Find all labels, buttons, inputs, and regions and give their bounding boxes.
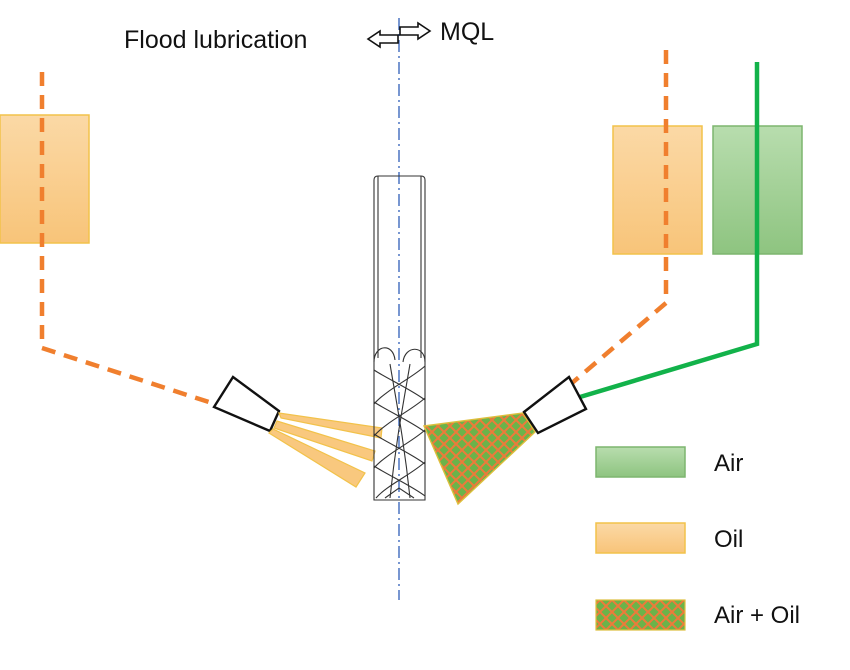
right-arrow-icon: [399, 21, 432, 41]
legend: Air Oil Air + Oil: [595, 446, 800, 631]
left-arrow-icon: [366, 29, 399, 49]
legend-air-swatch: [595, 446, 686, 478]
mql-oil-supply-line: [570, 50, 669, 385]
legend-air-oil-swatch: [595, 599, 686, 631]
mql-mist-spray: [422, 412, 536, 506]
oil-jet: [268, 428, 366, 488]
legend-oil-label: Oil: [714, 526, 743, 553]
legend-oil-swatch: [595, 522, 686, 554]
oil-jet: [273, 420, 376, 462]
mql-air-supply-line: [579, 62, 760, 400]
flood-oil-tank: [0, 114, 90, 244]
mql-label: MQL: [440, 18, 494, 46]
flood-nozzle: [212, 375, 281, 433]
flood-lubrication-label: Flood lubrication: [124, 26, 307, 54]
mql-oil-tank: [612, 125, 703, 255]
mql-nozzle: [522, 375, 588, 435]
end-mill-tool: [373, 175, 426, 501]
legend-air-label: Air: [714, 450, 743, 477]
flood-oil-supply-line: [39, 72, 219, 408]
flood-oil-jets: [268, 412, 383, 488]
legend-air-oil-label: Air + Oil: [714, 602, 800, 629]
